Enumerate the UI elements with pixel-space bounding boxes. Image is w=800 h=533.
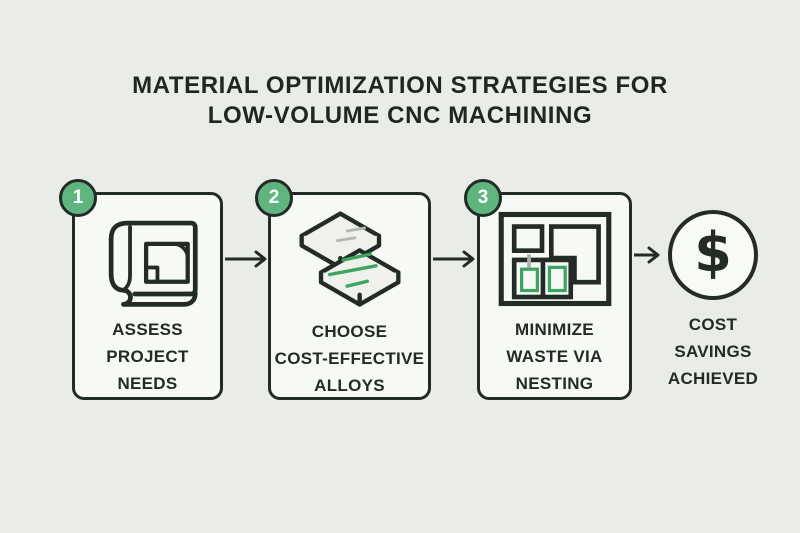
step-card-choose-alloys: 2 CHOOSE COST-EFFECTIVE ALLOYS xyxy=(255,179,431,400)
step-card-assess-project-needs: 1 ASSESS PROJECT NEEDS xyxy=(59,179,223,400)
dollar-circle-icon: $ xyxy=(668,210,758,300)
step-1-number-badge: 1 xyxy=(59,179,97,217)
step-3-number-badge: 3 xyxy=(464,179,502,217)
alloy-plates-icon xyxy=(286,206,414,314)
blueprint-scroll-icon xyxy=(96,206,200,312)
page-title: MATERIAL OPTIMIZATION STRATEGIES FOR LOW… xyxy=(132,72,668,129)
step-1-label: ASSESS PROJECT NEEDS xyxy=(106,320,189,393)
nesting-layout-icon xyxy=(494,206,616,312)
step-2-label: CHOOSE COST-EFFECTIVE ALLOYS xyxy=(274,322,425,395)
dollar-symbol: $ xyxy=(694,221,732,284)
flow-arrow-1 xyxy=(225,249,271,269)
result-label: COST SAVINGS ACHIEVED xyxy=(667,315,759,388)
step-3-label: MINIMIZE WASTE VIA NESTING xyxy=(506,320,603,393)
flow-arrow-2 xyxy=(433,249,479,269)
flow-arrow-3 xyxy=(634,245,664,265)
step-card-minimize-waste: 3 MINIMIZE WASTE VIA NESTING xyxy=(464,179,632,400)
step-2-number-badge: 2 xyxy=(255,179,293,217)
